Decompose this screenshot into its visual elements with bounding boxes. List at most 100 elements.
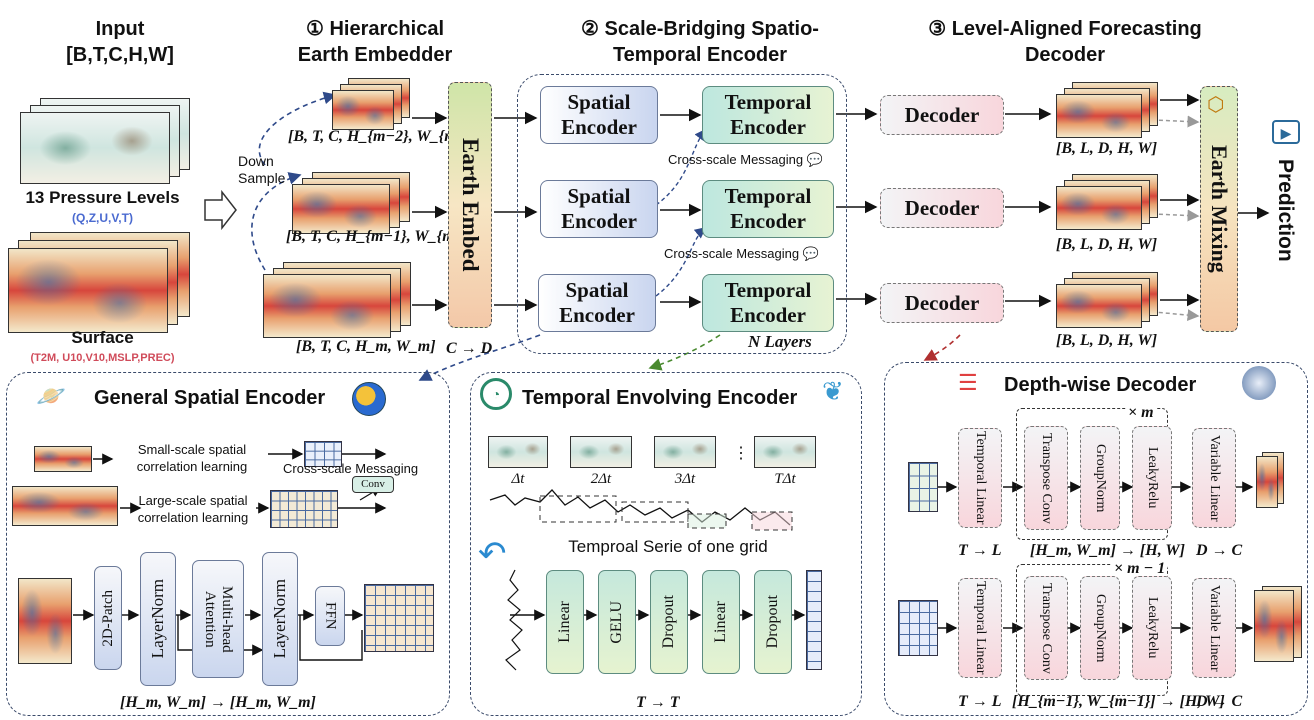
variable-linear-1-label: Variable Linear [1207,434,1222,522]
large-scale-map [12,486,118,526]
frame-dt3 [654,436,716,468]
tee-panel [470,372,862,716]
step1-title-line1: ① Hierarchical [306,18,444,40]
step1-title: ① Hierarchical Earth Embedder [270,16,480,68]
tee-gelu-label: GELU [608,600,625,644]
dwd-t-to-l-1: T → L [958,542,1002,559]
out-shape-3: [B, L, D, H, W] [1056,332,1158,349]
step3-title-line1: ③ Level-Aligned Forecasting [928,18,1202,40]
small-scale-line2: correlation learning [136,459,248,474]
surface-label: Surface [71,328,134,347]
small-scale-map [34,446,92,472]
output-map-1 [1056,94,1142,138]
mha-line1: Multi-head [219,585,235,653]
label-dtT: TΔt [774,471,796,487]
layernorm-1-label: LayerNorm [148,579,167,659]
satellite-icon: 🪐 [36,383,66,410]
output-map-3 [1056,284,1142,328]
dwd-panel [884,362,1308,716]
dwd-d-to-c-1: D → C [1196,542,1243,559]
dwd-d-to-c-2: D → C [1196,693,1243,710]
dwd-shape-2: [H_{m−1}, W_{m−1}] → [H, W] [1012,693,1225,710]
earth-mixing-block: Earth Mixing [1200,86,1238,332]
small-grid [304,441,342,467]
out-shape-2: [B, L, D, H, W] [1056,236,1158,253]
large-grid [270,490,338,528]
patch-2d-label: 2D-Patch [99,589,116,647]
down-sample-line2: Sample [238,170,286,186]
out-shape-1: [B, L, D, H, W] [1056,140,1158,157]
frame-dt2 [570,436,632,468]
pressure-levels-label: 13 Pressure Levels [25,188,180,207]
hexagon-icon: ⬡ [1207,94,1225,116]
earth-icon [1242,366,1276,400]
down-sample-line1: Down [238,153,274,169]
times-m: × m [1126,404,1156,422]
dwd-input-2 [898,600,938,656]
tee-linear-2-label: Linear [712,601,729,643]
input-title: Input [B,T,C,H,W] [40,16,200,68]
curved-arrow-icon: ↶ [478,535,507,573]
label-dt3: 3Δt [674,471,696,487]
frames-ellipsis: ⋮ [733,445,749,462]
groupnorm-1: GroupNorm [1080,426,1120,530]
gse-shape: [H_m, W_m] → [H_m, W_m] [120,694,316,711]
temporal-linear-1: Temporal Linear [958,428,1002,528]
leakyrelu-2: LeakyRelu [1132,576,1172,680]
layernorm-1: LayerNorm [140,552,176,686]
conv-chip: Conv [352,476,394,493]
pressure-map [20,112,170,184]
feather-icon: ❦ [822,376,844,406]
variable-linear-1: Variable Linear [1192,428,1236,528]
spatial-encoder-2: Spatial Encoder [540,180,658,238]
frame-dtT [754,436,816,468]
tee-dropout-1-label: Dropout [660,595,677,649]
variable-linear-2-label: Variable Linear [1207,584,1222,672]
tee-linear-1: Linear [546,570,584,674]
n-layers: N Layers [748,332,812,351]
times-m1: × m − 1 [1112,560,1168,578]
step2-title-line2: Temporal Encoder [612,44,788,66]
spatial-encoder-2-label: Spatial Encoder [561,184,637,233]
shape-m1: [B, T, C, H_{m−1}, W_{m−1}] [286,228,484,245]
leakyrelu-1-label: LeakyRelu [1145,447,1160,509]
layers-icon: ☰ [958,370,978,395]
temporal-linear-2-label: Temporal Linear [973,581,988,675]
step1-title-line2: Earth Embedder [297,44,453,66]
step3-title-line2: Decoder [1024,44,1106,66]
groupnorm-1-label: GroupNorm [1093,443,1108,513]
pressure-vars: (Q,Z,U,V,T) [72,211,133,225]
gse-title: General Spatial Encoder [94,387,326,409]
frame-dt1 [488,436,548,468]
cross-msg-1: Cross-scale Messaging 💬 [668,152,823,168]
temporal-encoder-2: Temporal Encoder [702,180,834,238]
spatial-encoder-1: Spatial Encoder [540,86,658,144]
tee-title: Temporal Envolving Encoder [522,387,798,409]
gse-output-grid [364,584,434,652]
layernorm-2: LayerNorm [262,552,298,686]
cross-msg-2-text: Cross-scale Messaging [664,246,800,261]
cross-msg-1-text: Cross-scale Messaging [668,152,804,167]
temporal-encoder-1-label: Temporal Encoder [724,90,812,139]
tee-dropout-2: Dropout [754,570,792,674]
gse-input-map [18,578,72,664]
map-level-m2 [332,90,394,130]
mha-line2: Attention [202,590,218,648]
earth-embed-block: Earth Embed [448,82,492,328]
spatial-encoder-1-label: Spatial Encoder [561,90,637,139]
chat-icon: 💬 [802,246,819,261]
tee-linear-2: Linear [702,570,740,674]
c-to-d: C → D [446,340,493,357]
tee-shape: T → T [636,694,680,711]
input-shape: [B,T,C,H,W] [66,44,174,66]
globe-icon [352,382,386,416]
tee-dropout-2-label: Dropout [764,595,781,649]
dwd-shape-1: [H_m, W_m] → [H, W] [1030,542,1185,559]
decoder-3-label: Decoder [904,290,980,315]
prediction-box: Prediction [1270,150,1300,270]
transpose-conv-1-label: Transpose Conv [1039,432,1054,524]
spatial-encoder-3: Spatial Encoder [538,274,656,332]
gse-panel [6,372,450,716]
chat-icon: 💬 [806,152,823,167]
map-level-m [263,274,391,338]
